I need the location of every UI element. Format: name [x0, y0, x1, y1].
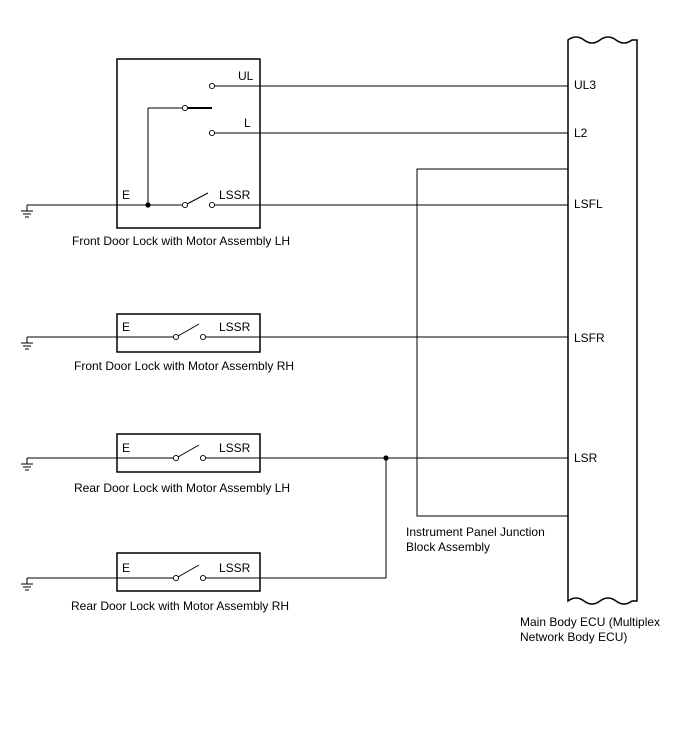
rear-lh-name: Rear Door Lock with Motor Assembly LH [74, 481, 290, 495]
front-lh-name: Front Door Lock with Motor Assembly LH [72, 234, 290, 248]
front-door-lock-rh: E LSSR Front Door Lock with Motor Assemb… [74, 313, 294, 373]
front-lh-l-contact [208, 129, 216, 137]
front-door-lock-lh: UL L E LSSR Front Door Lock with Motor A… [72, 58, 290, 248]
front-rh-box [116, 313, 261, 353]
front-lh-pin-l-label: L [244, 116, 251, 130]
rear-door-lock-lh: E LSSR Rear Door Lock with Motor Assembl… [74, 433, 290, 495]
ground-symbol-icon [21, 578, 33, 591]
ecu-outline [567, 36, 638, 605]
ecu-pin-l2-label: L2 [574, 126, 588, 140]
junction-block: Instrument Panel Junction Block Assembly [406, 168, 568, 554]
front-rh-lssr-switch-icon [177, 323, 200, 337]
front-lh-box [116, 58, 261, 229]
rear-lh-lssr-switch-icon [177, 444, 200, 458]
front-lh-junction-dot [145, 202, 151, 208]
rear-rh-lssr-switch-icon [177, 564, 200, 578]
rear-rh-pin-e-label: E [122, 561, 130, 575]
rear-door-lock-rh: E LSSR Rear Door Lock with Motor Assembl… [71, 552, 289, 613]
front-rh-pin-lssr-label: LSSR [219, 320, 251, 334]
rear-splice-junction-dot [383, 455, 389, 461]
front-rh-name: Front Door Lock with Motor Assembly RH [74, 359, 294, 373]
front-lh-lssr-switch-icon [186, 192, 209, 205]
front-rh-pin-e-label: E [122, 320, 130, 334]
wires [27, 85, 568, 579]
rear-rh-name: Rear Door Lock with Motor Assembly RH [71, 599, 289, 613]
ecu-name-line1: Main Body ECU (Multiplex [520, 615, 660, 629]
ground-symbol-icon [21, 337, 33, 350]
rear-lh-pin-e-label: E [122, 441, 130, 455]
ecu-pin-lsfl-label: LSFL [574, 197, 603, 211]
ecu-name-line2: Network Body ECU) [520, 630, 627, 644]
front-lh-pin-e-label: E [122, 188, 130, 202]
front-lh-pin-ul-label: UL [238, 69, 254, 83]
junction-block-name-line2: Block Assembly [406, 540, 490, 554]
rear-rh-box [116, 552, 261, 592]
rear-rh-pin-lssr-label: LSSR [219, 561, 251, 575]
ecu-pin-ul3-label: UL3 [574, 78, 596, 92]
junction-block-name-line1: Instrument Panel Junction [406, 525, 545, 539]
front-lh-pin-lssr-label: LSSR [219, 188, 251, 202]
ground-symbol-icon [21, 205, 33, 218]
ground-symbol-icon [21, 458, 33, 471]
front-lh-ul-contact [208, 82, 216, 90]
rear-lh-pin-lssr-label: LSSR [219, 441, 251, 455]
ecu-pin-lsfr-label: LSFR [574, 331, 605, 345]
main-body-ecu: UL3 L2 LSFL LSFR LSR Main Body ECU (Mult… [520, 36, 660, 644]
junction-block-outline [416, 168, 568, 517]
ecu-pin-lsr-label: LSR [574, 451, 598, 465]
rear-lh-box [116, 433, 261, 473]
